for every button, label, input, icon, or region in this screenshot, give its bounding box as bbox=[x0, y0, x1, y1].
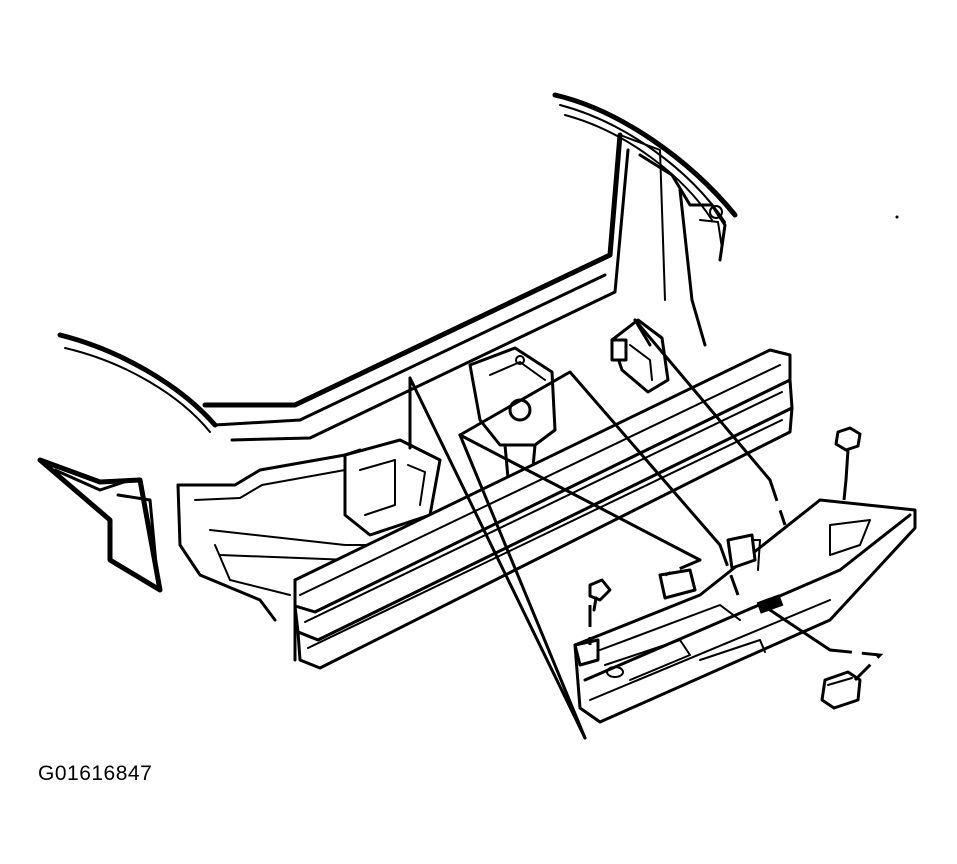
pushpin-fastener bbox=[588, 578, 612, 645]
radiator-support-frame bbox=[202, 132, 727, 442]
sensor-connector bbox=[756, 594, 884, 710]
center-latch-bracket bbox=[468, 346, 557, 502]
left-fender-panel bbox=[37, 457, 163, 593]
right-support-bracket bbox=[610, 318, 670, 394]
bolt-fastener bbox=[834, 426, 862, 501]
speck-mark bbox=[895, 215, 899, 219]
dashed-alignment-lines bbox=[664, 479, 787, 596]
impact-bar bbox=[293, 348, 794, 670]
figure-id-label: G01616847 bbox=[38, 762, 153, 785]
leader-lines bbox=[408, 318, 772, 740]
hood-left-edge bbox=[57, 332, 218, 433]
energy-absorber bbox=[573, 498, 917, 724]
